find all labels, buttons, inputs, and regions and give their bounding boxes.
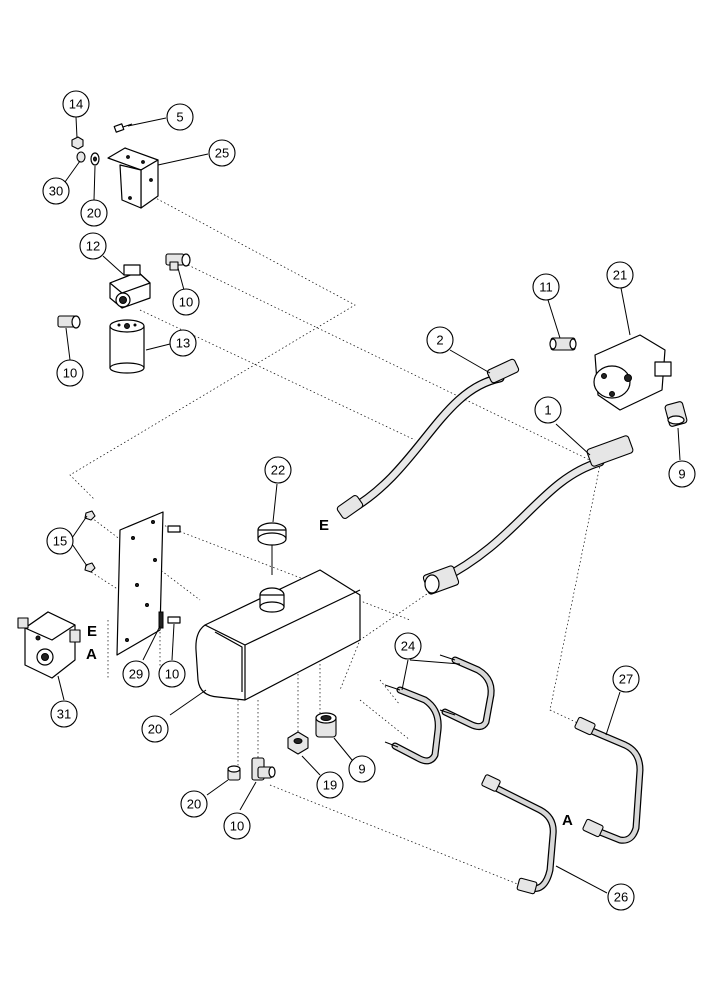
svg-text:22: 22 <box>271 463 285 478</box>
svg-text:24: 24 <box>401 639 415 654</box>
callout-10-bottom: 10 <box>223 812 251 840</box>
cap-22 <box>257 522 287 575</box>
callout-15: 15 <box>46 527 74 555</box>
svg-text:19: 19 <box>323 778 337 793</box>
u-bolt-24-back <box>439 654 495 731</box>
callout-20-bottom: 20 <box>180 790 208 818</box>
callout-2: 2 <box>426 326 454 354</box>
fitting-9-bottom <box>315 712 337 738</box>
callout-19: 19 <box>316 771 344 799</box>
callout-5: 5 <box>166 103 194 131</box>
callout-30: 30 <box>42 177 70 205</box>
bolt-lower <box>167 616 181 624</box>
svg-text:25: 25 <box>215 146 229 161</box>
hose-1 <box>422 435 634 595</box>
screw-5 <box>113 123 133 133</box>
callout-21: 21 <box>606 261 634 289</box>
callout-10-upper: 10 <box>172 288 200 316</box>
callout-13: 13 <box>169 329 197 357</box>
svg-text:12: 12 <box>86 239 100 254</box>
callout-24: 24 <box>394 632 422 660</box>
svg-text:30: 30 <box>49 184 63 199</box>
svg-text:21: 21 <box>613 268 627 283</box>
callout-9-bottom: 9 <box>348 755 376 783</box>
svg-text:20: 20 <box>148 722 162 737</box>
elbow-fitting-10-left <box>57 315 81 329</box>
svg-text:10: 10 <box>179 295 193 310</box>
svg-text:27: 27 <box>619 672 633 687</box>
callout-10-left: 10 <box>56 359 84 387</box>
tank-20 <box>195 569 361 701</box>
callout-27: 27 <box>612 665 640 693</box>
pump-21 <box>593 334 672 411</box>
callout-12: 12 <box>79 232 107 260</box>
callout-20-top: 20 <box>80 199 108 227</box>
svg-text:20: 20 <box>187 797 201 812</box>
svg-text:15: 15 <box>53 534 67 549</box>
screws-15 <box>84 510 96 573</box>
callout-10-mid: 10 <box>158 660 186 688</box>
elbow-fitting-10-upper <box>165 253 191 271</box>
svg-text:29: 29 <box>129 667 143 682</box>
filter-head-12 <box>109 264 151 309</box>
letter-a-tube: A <box>562 812 573 829</box>
letter-e-valve: E <box>87 623 97 640</box>
callout-26: 26 <box>607 883 635 911</box>
callout-20-tank: 20 <box>141 715 169 743</box>
callout-29: 29 <box>122 660 150 688</box>
svg-text:9: 9 <box>678 467 685 482</box>
washer-20-top <box>90 152 100 166</box>
callout-25: 25 <box>208 139 236 167</box>
letter-e-hose: E <box>319 517 329 534</box>
svg-text:10: 10 <box>165 667 179 682</box>
letter-a-valve: A <box>86 646 97 663</box>
svg-text:9: 9 <box>358 762 365 777</box>
callout-11: 11 <box>532 273 560 301</box>
washer-30 <box>76 151 86 163</box>
nut-14 <box>71 136 84 150</box>
svg-text:31: 31 <box>57 707 71 722</box>
svg-text:14: 14 <box>69 97 83 112</box>
svg-text:2: 2 <box>436 333 443 348</box>
callout-31: 31 <box>50 700 78 728</box>
svg-text:11: 11 <box>539 280 553 295</box>
leader-lines <box>57 116 681 894</box>
svg-text:13: 13 <box>176 336 190 351</box>
valve-31 <box>17 611 81 679</box>
callout-1: 1 <box>534 396 562 424</box>
tube-26 <box>481 774 557 895</box>
tube-27 <box>574 716 644 844</box>
plug-20-bottom <box>227 765 241 781</box>
elbow-fitting-10-bottom <box>251 757 276 781</box>
hose-2 <box>336 358 520 519</box>
filter-13 <box>109 319 145 374</box>
svg-text:10: 10 <box>63 366 77 381</box>
bolt-upper <box>167 525 181 533</box>
callout-9-right: 9 <box>668 460 696 488</box>
svg-text:26: 26 <box>614 890 628 905</box>
callout-14: 14 <box>62 90 90 118</box>
fitting-9-right <box>664 401 688 427</box>
svg-text:5: 5 <box>176 110 183 125</box>
fitting-11 <box>549 337 577 351</box>
u-bolt-24-front <box>384 684 442 765</box>
bracket-25 <box>107 147 159 209</box>
nut-19 <box>287 731 309 755</box>
callout-22: 22 <box>264 456 292 484</box>
svg-text:20: 20 <box>87 206 101 221</box>
plate-29 <box>116 511 164 656</box>
svg-text:1: 1 <box>544 403 551 418</box>
svg-text:10: 10 <box>230 819 244 834</box>
